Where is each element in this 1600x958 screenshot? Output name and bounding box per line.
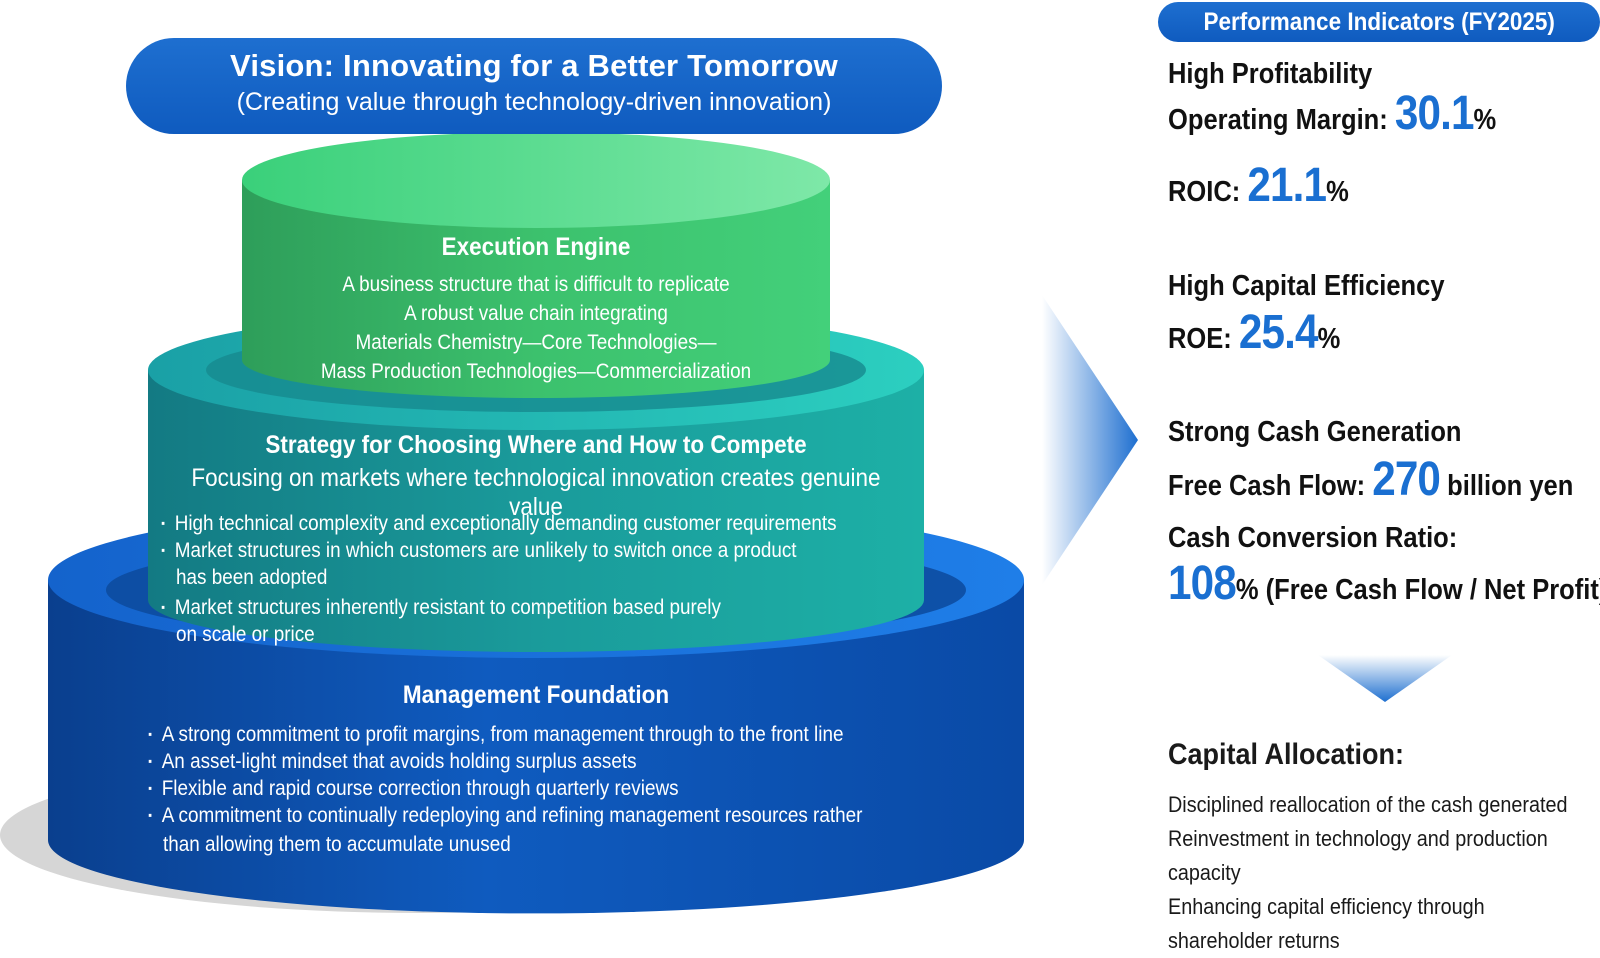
execution-cylinder-side <box>242 180 830 398</box>
vision-banner: Vision: Innovating for a Better Tomorrow… <box>126 38 942 134</box>
roe-value: 25.4 <box>1238 306 1319 359</box>
capital-efficiency-title: High Capital Efficiency <box>1168 270 1445 302</box>
strategy-bullet: Market structures in which customers are… <box>161 537 837 564</box>
allocation-line: shareholder returns <box>1168 928 1340 953</box>
operating-margin-label: Operating Margin: <box>1168 104 1395 136</box>
strategy-bullet-list: High technical complexity and exceptiona… <box>161 510 911 564</box>
strategy-bullet-continuation: on scale or price <box>176 623 315 646</box>
performance-header: Performance Indicators (FY2025) <box>1158 2 1600 42</box>
allocation-line: Reinvestment in technology and productio… <box>1168 826 1548 851</box>
foundation-bullet-continuation: than allowing them to accumulate unused <box>163 833 511 856</box>
foundation-block: Management Foundation <box>148 681 924 710</box>
allocation-line: Enhancing capital efficiency through <box>1168 894 1485 919</box>
chevron-down-arrow-icon <box>1318 655 1452 702</box>
strategy-bullet: High technical complexity and exceptiona… <box>161 510 837 537</box>
capital-allocation-list: Disciplined reallocation of the cash gen… <box>1168 788 1600 958</box>
strategy-bullet: Market structures inherently resistant t… <box>161 594 721 621</box>
cash-conversion-label: Cash Conversion Ratio: <box>1168 522 1458 554</box>
fcf-value: 270 <box>1372 453 1441 506</box>
roic-label: ROIC: <box>1168 176 1248 208</box>
roic-value: 21.1 <box>1247 159 1327 212</box>
operating-margin-value: 30.1 <box>1394 87 1475 140</box>
cash-conversion-kpi: 108% (Free Cash Flow / Net Profit) <box>1168 556 1600 611</box>
execution-engine-line: A business structure that is difficult t… <box>342 273 730 296</box>
foundation-bullet: An asset-light mindset that avoids holdi… <box>148 748 862 775</box>
execution-engine-line: A robust value chain integrating <box>404 302 668 325</box>
allocation-line: Disciplined reallocation of the cash gen… <box>1168 792 1568 817</box>
profitability-title: High Profitability <box>1168 58 1373 90</box>
execution-engine-line: Mass Production Technologies—Commerciali… <box>320 360 752 383</box>
percent-sign: % <box>1473 104 1497 136</box>
operating-margin-kpi: Operating Margin: 30.1% <box>1168 86 1496 141</box>
ccr-suffix: % (Free Cash Flow / Net Profit) <box>1235 574 1600 606</box>
foundation-title: Management Foundation <box>402 681 670 709</box>
chevron-right-arrow-icon <box>1042 295 1138 585</box>
roe-kpi: ROE: 25.4% <box>1168 305 1340 360</box>
execution-engine-title: Execution Engine <box>441 233 631 261</box>
roic-kpi: ROIC: 21.1% <box>1168 158 1349 213</box>
ccr-value: 108 <box>1168 557 1237 610</box>
foundation-bullet: A commitment to continually redeploying … <box>148 802 862 829</box>
foundation-bullet: A strong commitment to profit margins, f… <box>148 721 862 748</box>
vision-subtitle: (Creating value through technology-drive… <box>236 88 832 116</box>
execution-engine-block: Execution Engine A business structure th… <box>242 233 830 386</box>
foundation-bullet-list: A strong commitment to profit margins, f… <box>148 721 942 829</box>
strategy-bullet-list-2: Market structures inherently resistant t… <box>161 594 783 621</box>
fcf-unit: billion yen <box>1440 470 1574 502</box>
capital-allocation-title: Capital Allocation: <box>1168 738 1405 771</box>
roe-label: ROE: <box>1168 323 1239 355</box>
free-cash-flow-kpi: Free Cash Flow: 270 billion yen <box>1168 452 1573 507</box>
fcf-label: Free Cash Flow: <box>1168 470 1373 502</box>
vision-title: Vision: Innovating for a Better Tomorrow <box>230 48 838 83</box>
execution-cylinder-top <box>242 132 830 228</box>
strategy-title: Strategy for Choosing Where and How to C… <box>265 431 807 459</box>
execution-engine-line: Materials Chemistry—Core Technologies— <box>355 331 717 354</box>
percent-sign: % <box>1317 323 1341 355</box>
percent-sign: % <box>1326 176 1349 208</box>
strategy-bullet-continuation: has been adopted <box>176 566 328 589</box>
allocation-line: capacity <box>1168 860 1241 885</box>
strategy-block: Strategy for Choosing Where and How to C… <box>148 431 924 522</box>
cash-generation-title: Strong Cash Generation <box>1168 416 1462 448</box>
foundation-bullet: Flexible and rapid course correction thr… <box>148 775 862 802</box>
